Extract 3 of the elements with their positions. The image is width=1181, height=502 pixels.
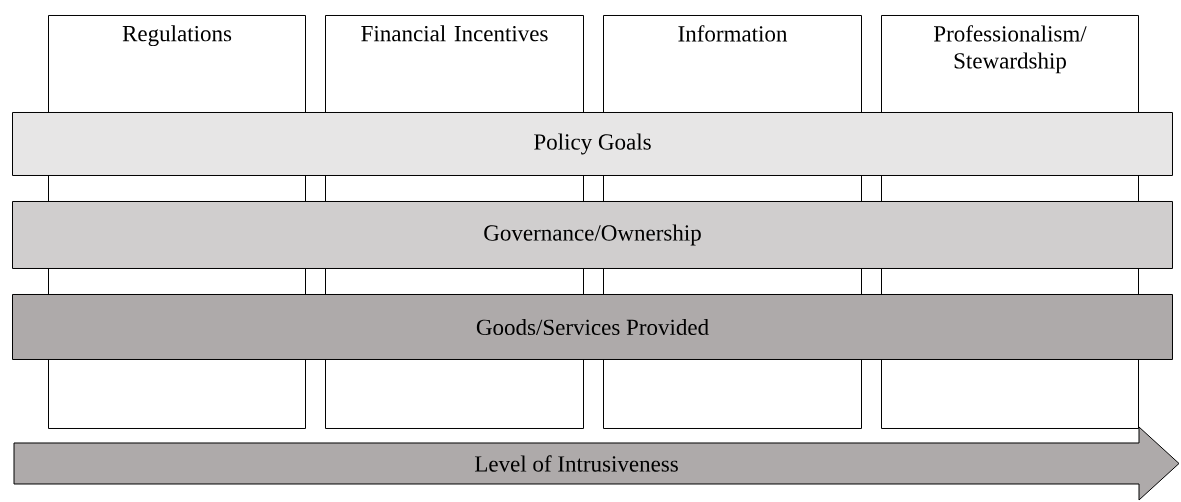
layer-band: Policy Goals	[12, 112, 1173, 176]
layer-band: Goods/Services Provided	[12, 294, 1173, 360]
layer-band: Governance/Ownership	[12, 201, 1173, 269]
